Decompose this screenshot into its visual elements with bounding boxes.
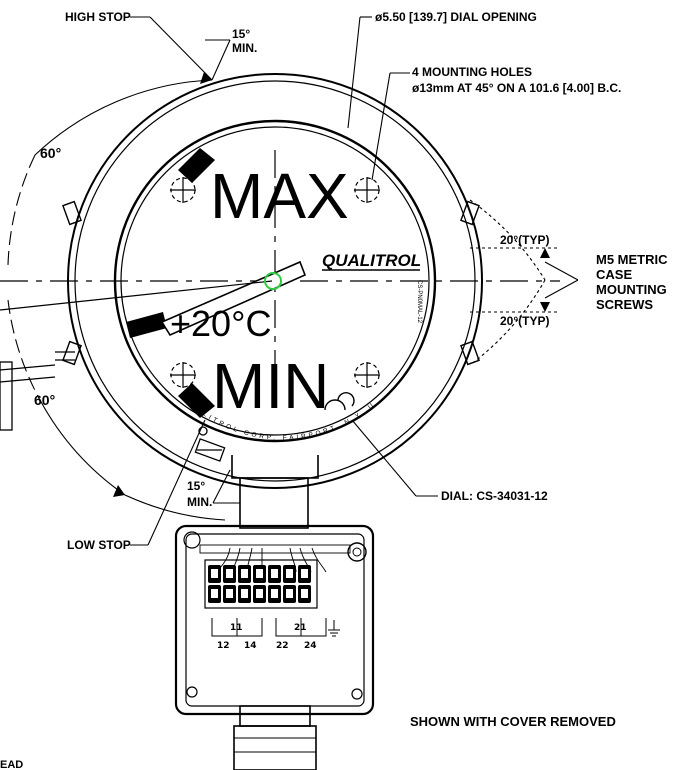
callout-high-stop: HIGH STOP [65,10,131,24]
mounting-hole-ur [354,177,380,203]
lower-left-gland [194,426,226,462]
callout-typ-upper: 20°(TYP) [500,233,549,247]
terminal-clamp-lower-5 [268,585,281,603]
callout-top-min: MIN. [232,41,257,55]
callout-mounting-holes-line2: ø13mm AT 45° ON A 101.6 [4.00] B.C. [412,81,621,95]
terminal-clamp-lower-7 [298,585,311,603]
callout-screws-line1: M5 METRIC [596,252,668,267]
terminal-clamp-upper-7 [298,565,311,583]
arc-arrowheads [113,72,550,497]
callout-corner-fragment: EAD [0,759,23,770]
dial-min-label: MIN [212,350,329,422]
terminal-clamp-lower-3 [238,585,251,603]
high-stop-marker [178,148,215,183]
terminal-label-24: 24 [304,641,317,651]
callout-typ-lower: 20°(TYP) [500,314,549,328]
callout-mounting-holes-line1: 4 MOUNTING HOLES [412,65,532,79]
callout-angle-lower-left: 60° [34,392,55,408]
terminal-clamp-lower-6 [283,585,296,603]
junction-box [174,524,375,770]
terminal-label-22: 22 [276,641,289,651]
terminal-clamp-upper-2 [223,565,236,583]
terminal-clamp-upper-5 [268,565,281,583]
callout-note: SHOWN WITH COVER REMOVED [410,714,616,729]
case-screw-bosses [62,200,480,366]
dial-max-label: MAX [210,160,349,232]
left-thermal-bulb [0,351,75,431]
stop-markers [126,148,215,418]
terminal-label-14: 14 [244,641,257,651]
callout-angle-upper-left: 60° [40,145,61,161]
terminal-clamp-upper-1 [208,565,221,583]
dial-brand-logo: QUALITROL [322,251,421,270]
callout-dial-opening: ø5.50 [139.7] DIAL OPENING [375,10,537,24]
terminal-clamp-lower-1 [208,585,221,603]
terminal-group-brackets [211,618,340,637]
dial-screw-symbol [324,392,355,411]
dial-side-code: CS-PN0MAL-12 [416,280,422,324]
terminal-clamp-upper-4 [253,565,266,583]
terminal-clamp-upper-3 [238,565,251,583]
terminal-clamp-lower-4 [253,585,266,603]
gauge-neck [231,455,319,529]
needle-tail-marker [126,312,167,338]
callout-screws-line3: MOUNTING [596,282,667,297]
gauge-case [67,73,483,489]
dial-temp-label: +20°C [170,303,271,344]
callout-screws-line2: CASE [596,267,632,282]
terminal-clamp-lower-2 [223,585,236,603]
callout-bottom-angle: 15° [187,479,205,493]
callout-top-angle: 15° [232,27,250,41]
terminal-block [204,559,318,609]
terminal-clamp-upper-6 [283,565,296,583]
callout-leaders [130,16,579,546]
callout-low-stop: LOW STOP [67,538,131,552]
mounting-holes [170,177,380,388]
terminal-rail [204,559,318,609]
mounting-hole-ul [170,177,196,203]
terminal-label-12: 12 [217,641,230,651]
pivot-highlight [264,272,282,290]
mounting-hole-lr [354,362,380,388]
low-stop-marker [178,383,215,418]
callout-screws-line4: SCREWS [596,297,653,312]
callout-bottom-min: MIN. [187,495,212,509]
terminal-label-21: 21 [294,623,307,633]
mounting-hole-ll [170,362,196,388]
pointer-needle [0,260,307,337]
callout-dial-part: DIAL: CS-34031-12 [441,489,548,503]
terminal-label-11: 11 [230,623,243,633]
